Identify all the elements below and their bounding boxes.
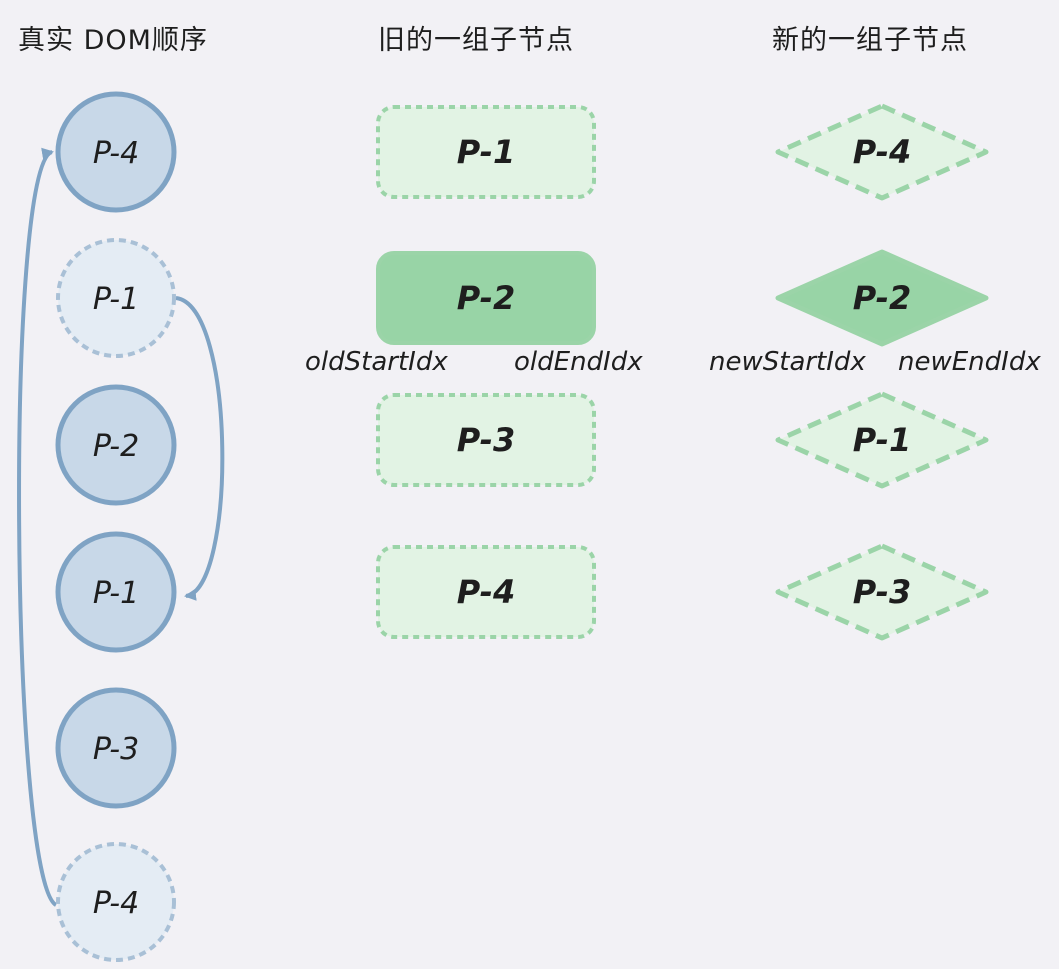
old-children-heading: 旧的一组子节点: [378, 25, 574, 56]
old-node-label: P-3: [457, 421, 515, 459]
old-node: P-2: [376, 251, 596, 345]
new-node-diamond: [775, 103, 989, 201]
new-start-idx-label: newStartIdx: [709, 347, 866, 377]
dom-node-label: P-4: [93, 136, 139, 171]
old-node-column: P-1P-2P-3P-4: [376, 105, 596, 639]
dom-order-heading: 真实 DOM顺序: [18, 25, 208, 56]
new-children-heading: 新的一组子节点: [772, 25, 968, 56]
old-node-box: [376, 251, 596, 345]
dom-node: P-1: [56, 238, 176, 358]
new-end-idx-label: newEndIdx: [898, 347, 1041, 377]
dom-node-label: P-4: [93, 886, 139, 921]
new-node: P-3: [775, 543, 989, 641]
new-node-label: P-2: [853, 279, 911, 317]
dom-node-circle: [55, 91, 177, 213]
move-arrow-p4: [17, 147, 58, 907]
old-node-box: [376, 393, 596, 487]
old-node: P-1: [376, 105, 596, 199]
new-node-diamond: [775, 249, 989, 347]
dom-node: P-2: [55, 384, 177, 506]
old-start-idx-label: oldStartIdx: [305, 347, 448, 377]
dom-node: P-4: [56, 842, 176, 962]
dom-node-label: P-3: [93, 732, 139, 767]
dom-node-label: P-1: [93, 576, 139, 611]
old-end-idx-label: oldEndIdx: [514, 347, 643, 377]
new-node-diamond: [775, 543, 989, 641]
dom-node-label: P-1: [93, 282, 139, 317]
new-node-label: P-3: [853, 573, 911, 611]
move-arrow-p1: [175, 296, 225, 601]
old-node-label: P-2: [457, 279, 515, 317]
dom-node: P-3: [55, 687, 177, 809]
old-node-box: [376, 105, 596, 199]
dom-node-circle: [56, 238, 176, 358]
dom-node-circle: [55, 531, 177, 653]
new-node-diamond: [775, 391, 989, 489]
dom-node-circle: [56, 842, 176, 962]
dom-node: P-1: [55, 531, 177, 653]
new-node: P-2: [775, 249, 989, 347]
dom-node-circle: [55, 687, 177, 809]
dom-node-label: P-2: [93, 429, 139, 464]
old-node-box: [376, 545, 596, 639]
new-node: P-1: [775, 391, 989, 489]
dom-node-column: P-4P-1P-2P-1P-3P-4: [55, 91, 177, 962]
old-node: P-3: [376, 393, 596, 487]
dom-node-circle: [55, 384, 177, 506]
old-node: P-4: [376, 545, 596, 639]
old-node-label: P-4: [457, 573, 515, 611]
old-node-label: P-1: [457, 133, 515, 171]
new-node-column: P-4P-2P-1P-3: [775, 103, 989, 641]
dom-node: P-4: [55, 91, 177, 213]
new-node: P-4: [775, 103, 989, 201]
new-node-label: P-4: [853, 133, 911, 171]
new-node-label: P-1: [853, 421, 911, 459]
